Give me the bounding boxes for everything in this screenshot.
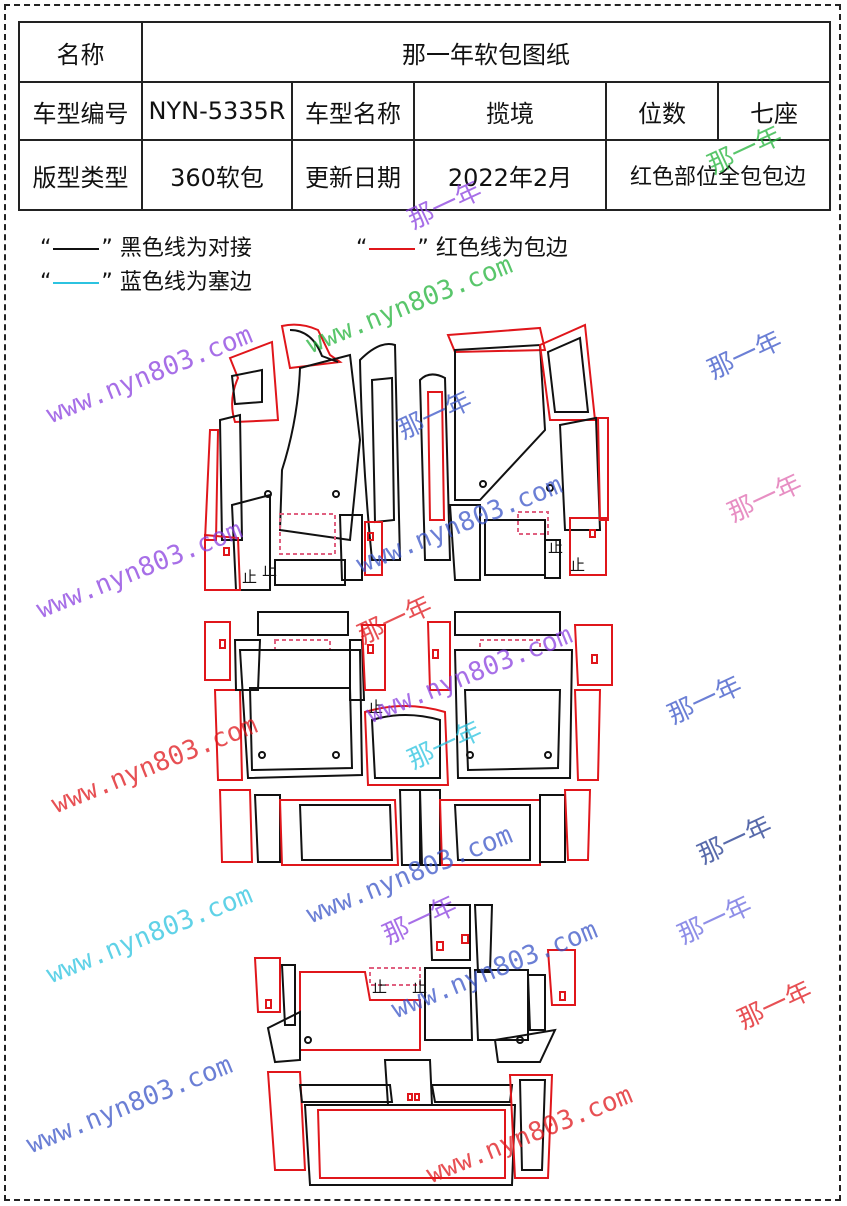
legend-quote-open: “ bbox=[40, 236, 52, 261]
drawing-title: 那一年软包图纸 bbox=[141, 21, 831, 83]
legend-quote-close: ” bbox=[417, 236, 429, 261]
black-line-sample bbox=[53, 248, 100, 250]
model-name-label: 车型名称 bbox=[291, 81, 415, 141]
stop-label: 止 bbox=[570, 556, 585, 574]
update-label: 更新日期 bbox=[291, 139, 415, 211]
stop-label: 止 bbox=[412, 978, 427, 996]
front-right-pattern bbox=[418, 323, 609, 581]
type-label: 版型类型 bbox=[18, 139, 143, 211]
legend-quote-close: ” bbox=[101, 236, 113, 261]
legend-black: “ ” 黑色线为对接 bbox=[40, 230, 252, 262]
legend-red: “ ” 红色线为包边 bbox=[356, 230, 568, 262]
spec-table: 名称 那一年软包图纸 车型编号 NYN-5335R 车型名称 揽境 位数 七座 … bbox=[18, 21, 831, 211]
stop-label: 止 bbox=[548, 538, 563, 556]
page-border bbox=[4, 4, 841, 1201]
middle-pattern bbox=[204, 611, 613, 866]
seats: 七座 bbox=[717, 81, 831, 141]
stop-labels: 止 止 止 止 止 止 止 bbox=[242, 538, 585, 996]
model-code: NYN-5335R bbox=[141, 81, 293, 141]
legend-quote-close: ” bbox=[101, 270, 113, 295]
rear-pattern bbox=[253, 904, 576, 1186]
front-left-pattern bbox=[203, 323, 402, 591]
legend-quote-open: “ bbox=[40, 270, 52, 295]
stop-label: 止 bbox=[242, 568, 257, 586]
update-value: 2022年2月 bbox=[413, 139, 607, 211]
stop-label: 止 bbox=[372, 978, 387, 996]
type-value: 360软包 bbox=[141, 139, 293, 211]
model-code-label: 车型编号 bbox=[18, 81, 143, 141]
stop-label: 止 bbox=[368, 698, 383, 716]
legend-red-text: 红色线为包边 bbox=[435, 236, 568, 261]
legend-blue: “ ” 蓝色线为塞边 bbox=[40, 264, 252, 296]
seats-label: 位数 bbox=[605, 81, 719, 141]
legend-black-text: 黑色线为对接 bbox=[119, 236, 252, 261]
name-label: 名称 bbox=[18, 21, 143, 83]
red-line-sample bbox=[369, 248, 416, 250]
legend-blue-text: 蓝色线为塞边 bbox=[119, 270, 252, 295]
red-note: 红色部位全包包边 bbox=[605, 139, 831, 211]
legend-quote-open: “ bbox=[356, 236, 368, 261]
model-name: 揽境 bbox=[413, 81, 607, 141]
stop-label: 止 bbox=[262, 561, 277, 579]
blue-line-sample bbox=[53, 282, 100, 284]
